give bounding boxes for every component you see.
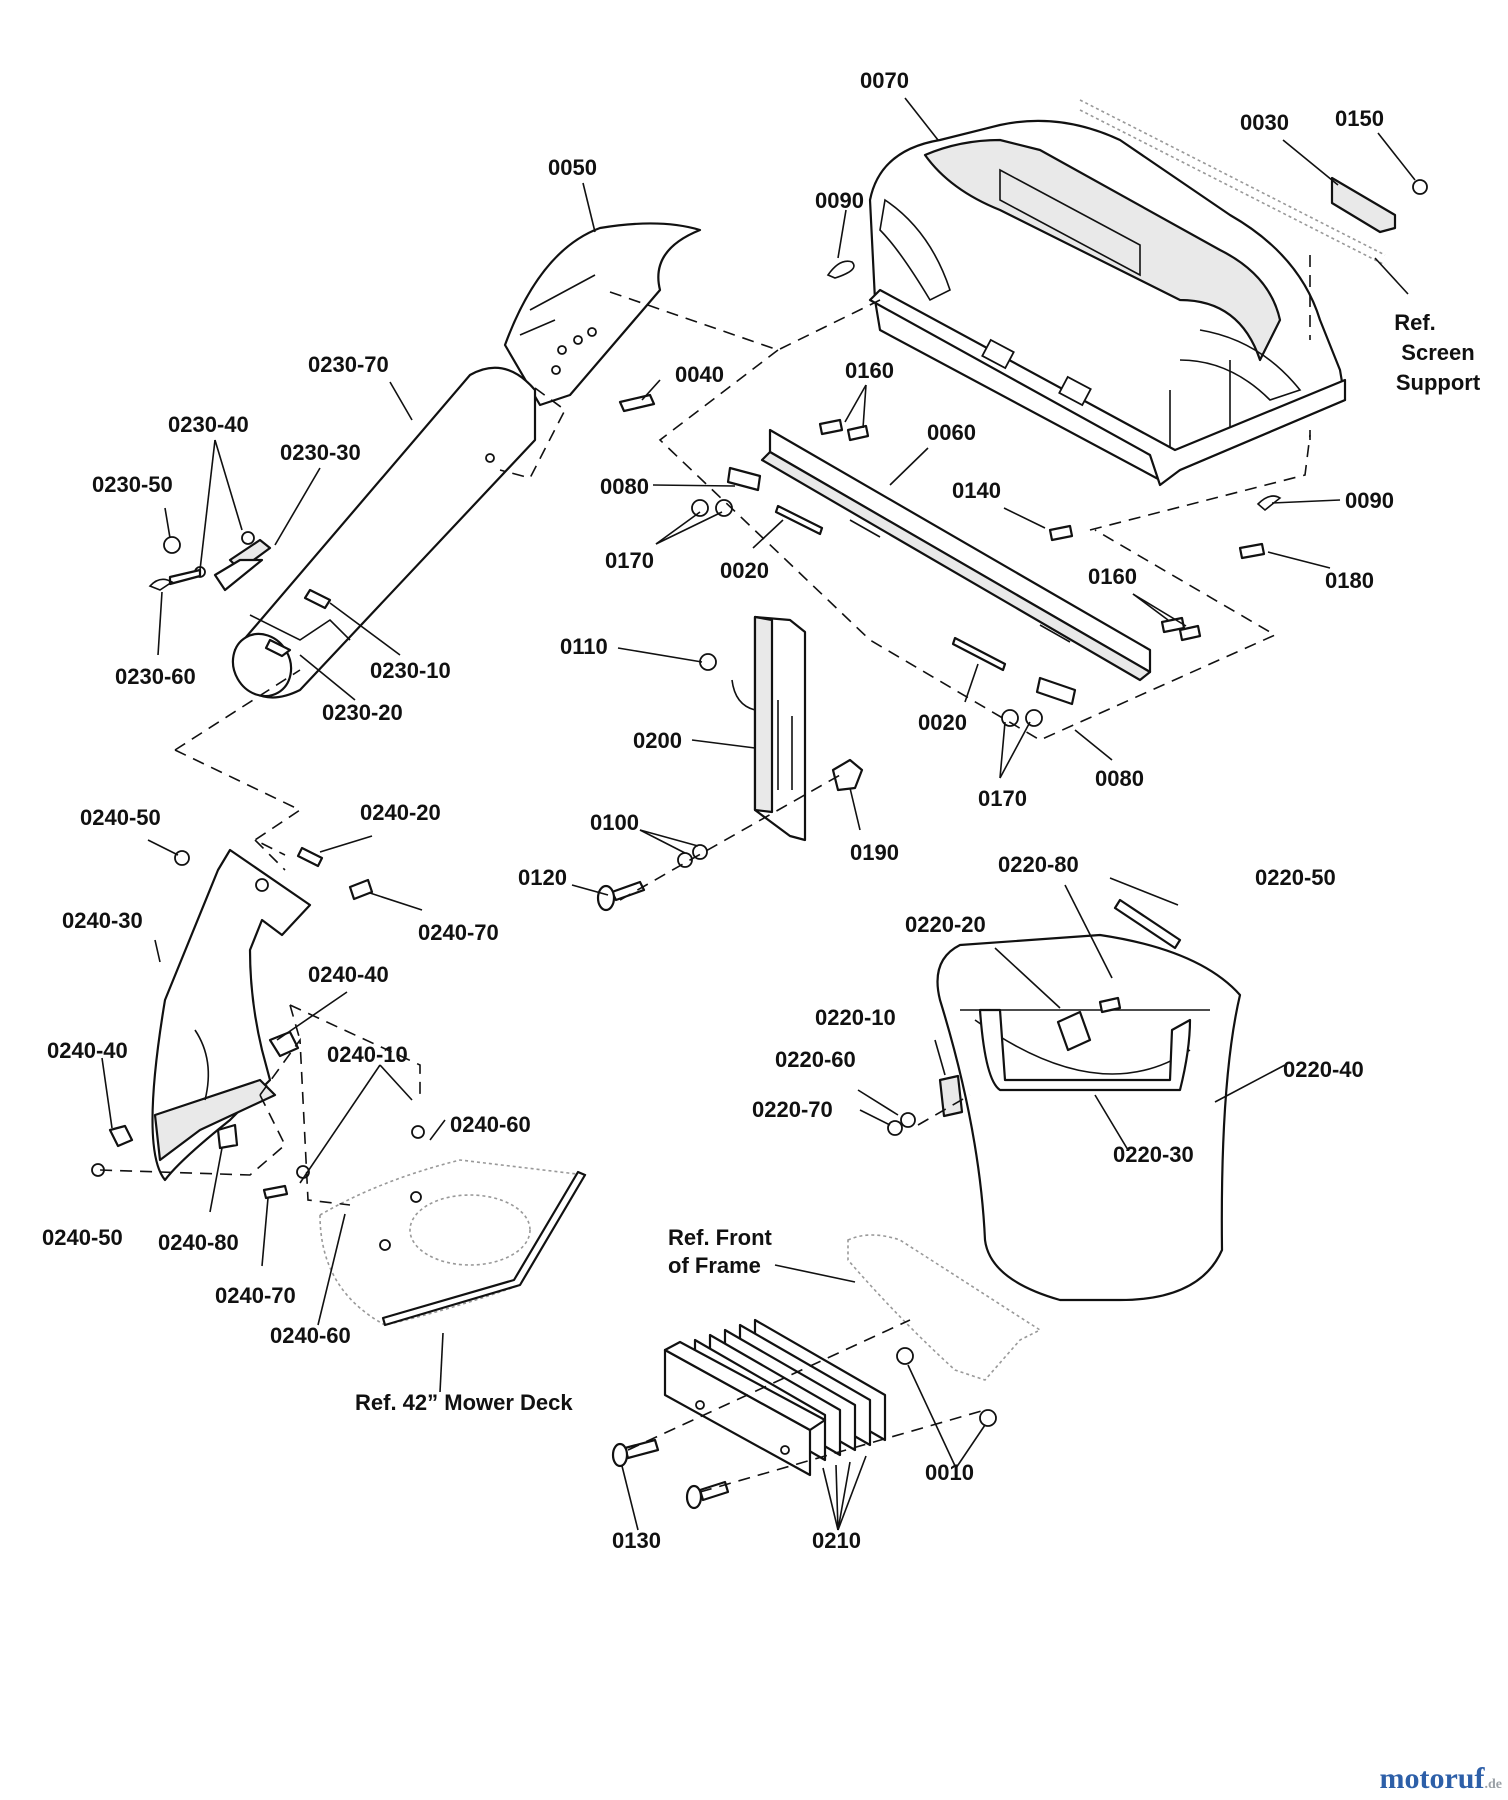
label-0240-50-lower: 0240-50 [42, 1225, 123, 1250]
label-0010: 0010 [925, 1460, 974, 1485]
label-0080-upper: 0080 [600, 474, 649, 499]
label-0230-70: 0230-70 [308, 352, 389, 377]
label-ref-screen-3: Support [1396, 370, 1481, 395]
screen-bracket-part [1330, 176, 1428, 234]
part-labels: 0070 0030 0150 0050 0090 Ref. Screen Sup… [42, 68, 1481, 1553]
label-ref-screen-1: Ref. [1394, 310, 1436, 335]
label-0220-60: 0220-60 [775, 1047, 856, 1072]
label-0050: 0050 [548, 155, 597, 180]
label-0090-upper: 0090 [815, 188, 864, 213]
label-0030: 0030 [1240, 110, 1289, 135]
label-0220-30: 0220-30 [1113, 1142, 1194, 1167]
label-0230-50: 0230-50 [92, 472, 173, 497]
label-ref-screen-2: Screen [1401, 340, 1474, 365]
lower-chute-part [91, 846, 374, 1200]
label-0240-40-lower: 0240-40 [47, 1038, 128, 1063]
label-0140: 0140 [952, 478, 1001, 503]
watermark-brand: motoruf [1379, 1762, 1485, 1795]
rod-part-1 [774, 504, 824, 536]
elbow-chute-part [503, 222, 702, 407]
label-0150: 0150 [1335, 106, 1384, 131]
clamp-hardware [148, 531, 332, 658]
bag-hardware [887, 996, 1122, 1136]
label-ref-front-2: of Frame [668, 1253, 761, 1278]
label-ref-front-1: Ref. Front [668, 1225, 773, 1250]
label-0220-50: 0220-50 [1255, 865, 1336, 890]
label-0170-upper: 0170 [605, 548, 654, 573]
discharge-tube-part [231, 366, 537, 699]
label-0090-lower: 0090 [1345, 488, 1394, 513]
label-0240-40-upper: 0240-40 [308, 962, 389, 987]
label-0240-50-upper: 0240-50 [80, 805, 161, 830]
label-0230-30: 0230-30 [280, 440, 361, 465]
label-ref-mower-deck: Ref. 42” Mower Deck [355, 1390, 573, 1415]
label-0220-20: 0220-20 [905, 912, 986, 937]
label-0020-upper: 0020 [720, 558, 769, 583]
label-0120: 0120 [518, 865, 567, 890]
label-0070: 0070 [860, 68, 909, 93]
label-0020-lower: 0020 [918, 710, 967, 735]
label-0240-80: 0240-80 [158, 1230, 239, 1255]
cross-bar-part [726, 428, 1152, 706]
label-0240-30: 0240-30 [62, 908, 143, 933]
label-0240-60-upper: 0240-60 [450, 1112, 531, 1137]
label-0240-60-lower: 0240-60 [270, 1323, 351, 1348]
label-0080-lower: 0080 [1095, 766, 1144, 791]
label-0220-40: 0220-40 [1283, 1057, 1364, 1082]
label-0230-40: 0230-40 [168, 412, 249, 437]
bracket-bolt-hardware [596, 844, 708, 912]
label-0160-lower: 0160 [1088, 564, 1137, 589]
label-0220-10: 0220-10 [815, 1005, 896, 1030]
label-0190: 0190 [850, 840, 899, 865]
label-0160-upper: 0160 [845, 358, 894, 383]
label-0180: 0180 [1325, 568, 1374, 593]
rod-part-2 [951, 636, 1007, 672]
weight-stack-part [663, 1318, 887, 1477]
label-0240-10: 0240-10 [327, 1042, 408, 1067]
label-0220-80: 0220-80 [998, 852, 1079, 877]
leader-lines [101, 97, 1416, 1531]
label-0220-70: 0220-70 [752, 1097, 833, 1122]
hairpin-part [826, 260, 855, 279]
front-frame-ref [847, 1234, 1042, 1381]
label-0230-20: 0230-20 [322, 700, 403, 725]
label-0240-70-upper: 0240-70 [418, 920, 499, 945]
weight-hardware [611, 1347, 997, 1510]
upright-bracket-part [699, 615, 864, 842]
label-0170-lower: 0170 [978, 786, 1027, 811]
label-0210: 0210 [812, 1528, 861, 1553]
label-0100: 0100 [590, 810, 639, 835]
bar-hardware [691, 418, 1282, 727]
mower-deck-ref [296, 1125, 587, 1327]
hopper-cover [868, 99, 1386, 487]
chute-bolt-part [618, 393, 656, 413]
label-0040: 0040 [675, 362, 724, 387]
assembly-lines [99, 255, 1311, 1493]
grass-bag-part [936, 898, 1242, 1302]
brand-watermark: motoruf.de [1380, 1762, 1502, 1796]
label-0130: 0130 [612, 1528, 661, 1553]
label-0240-20: 0240-20 [360, 800, 441, 825]
watermark-suffix: .de [1484, 1777, 1503, 1792]
label-0230-60: 0230-60 [115, 664, 196, 689]
label-0230-10: 0230-10 [370, 658, 451, 683]
label-0200: 0200 [633, 728, 682, 753]
label-0110: 0110 [560, 634, 608, 659]
label-0060: 0060 [927, 420, 976, 445]
label-0240-70-lower: 0240-70 [215, 1283, 296, 1308]
